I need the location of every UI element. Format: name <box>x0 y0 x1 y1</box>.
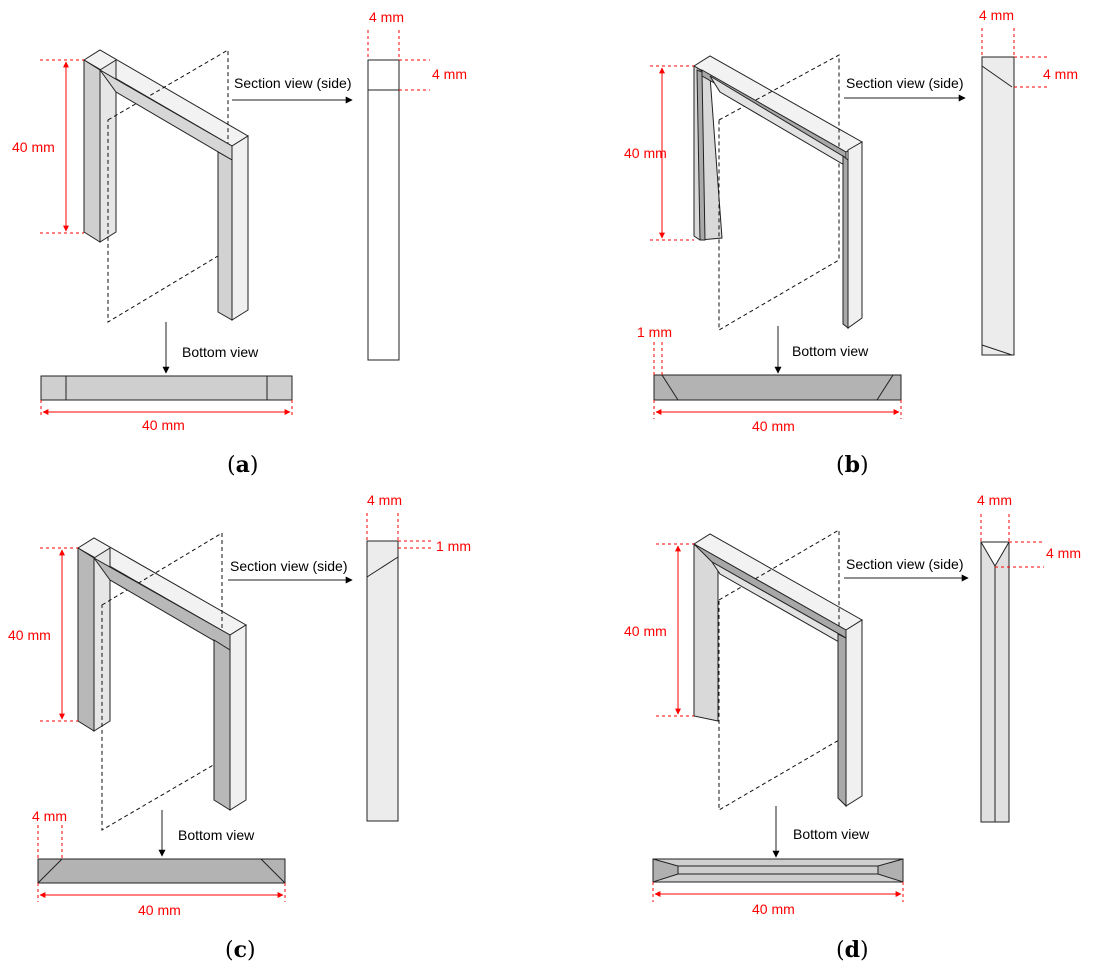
bottom-width-label: 40 mm <box>752 901 795 917</box>
frame-left-leg <box>693 542 719 722</box>
section-view-shape <box>367 59 400 361</box>
panel-c: 40 mm Section view (side) 4 mm 1 mm Bott… <box>8 492 471 963</box>
section-view-shape <box>981 56 1015 356</box>
bottom-view-shape <box>653 374 902 401</box>
bottom-offset-label: 4 mm <box>32 808 67 824</box>
section-height-label: 1 mm <box>436 538 471 554</box>
section-view-label: Section view (side) <box>846 75 964 91</box>
section-view-label: Section view (side) <box>230 558 348 574</box>
caption-b: (b) <box>836 452 869 478</box>
bottom-view-shape <box>40 375 293 401</box>
bottom-width-label: 40 mm <box>138 902 181 918</box>
bottom-view-label: Bottom view <box>792 343 869 359</box>
section-width-label: 4 mm <box>367 492 402 508</box>
height-label: 40 mm <box>12 139 55 155</box>
bottom-view-shape <box>37 858 286 884</box>
frame-right-leg <box>842 154 849 330</box>
panel-d: 40 mm Section view (side) 4 mm 4 mm Bott… <box>624 492 1081 963</box>
frame-left-leg <box>77 547 95 732</box>
height-label: 40 mm <box>624 623 667 639</box>
section-view-shape <box>366 540 399 822</box>
bottom-width-label: 40 mm <box>142 417 185 433</box>
height-label: 40 mm <box>8 627 51 643</box>
bottom-view-label: Bottom view <box>793 826 870 842</box>
caption-a: (a) <box>227 452 258 478</box>
bottom-offset-label: 1 mm <box>637 324 672 340</box>
frame-right-leg <box>213 639 231 811</box>
section-width-label: 4 mm <box>979 7 1014 23</box>
bottom-view-label: Bottom view <box>182 344 259 360</box>
caption-c: (c) <box>225 937 256 963</box>
section-width-label: 4 mm <box>977 492 1012 508</box>
section-width-label: 4 mm <box>369 9 404 25</box>
section-view-label: Section view (side) <box>234 75 352 91</box>
section-height-label: 4 mm <box>1043 66 1078 82</box>
frame-left-leg <box>83 59 101 243</box>
bottom-width-label: 40 mm <box>752 418 795 434</box>
bottom-view-label: Bottom view <box>178 827 255 843</box>
panel-a: 40 mm Section view (side) 4 mm 4 mm Bott… <box>12 9 467 478</box>
section-height-label: 4 mm <box>432 66 467 82</box>
section-view-label: Section view (side) <box>846 556 964 572</box>
frame-right-leg <box>217 151 233 321</box>
frame-right-leg <box>837 633 847 808</box>
panel-b: 40 mm Section view (side) 4 mm 4 mm Bott… <box>624 7 1078 478</box>
caption-d: (d) <box>836 937 869 963</box>
section-height-label: 4 mm <box>1046 545 1081 561</box>
height-label: 40 mm <box>624 145 667 161</box>
bottom-view-shape <box>652 858 904 883</box>
section-plane <box>718 529 840 811</box>
